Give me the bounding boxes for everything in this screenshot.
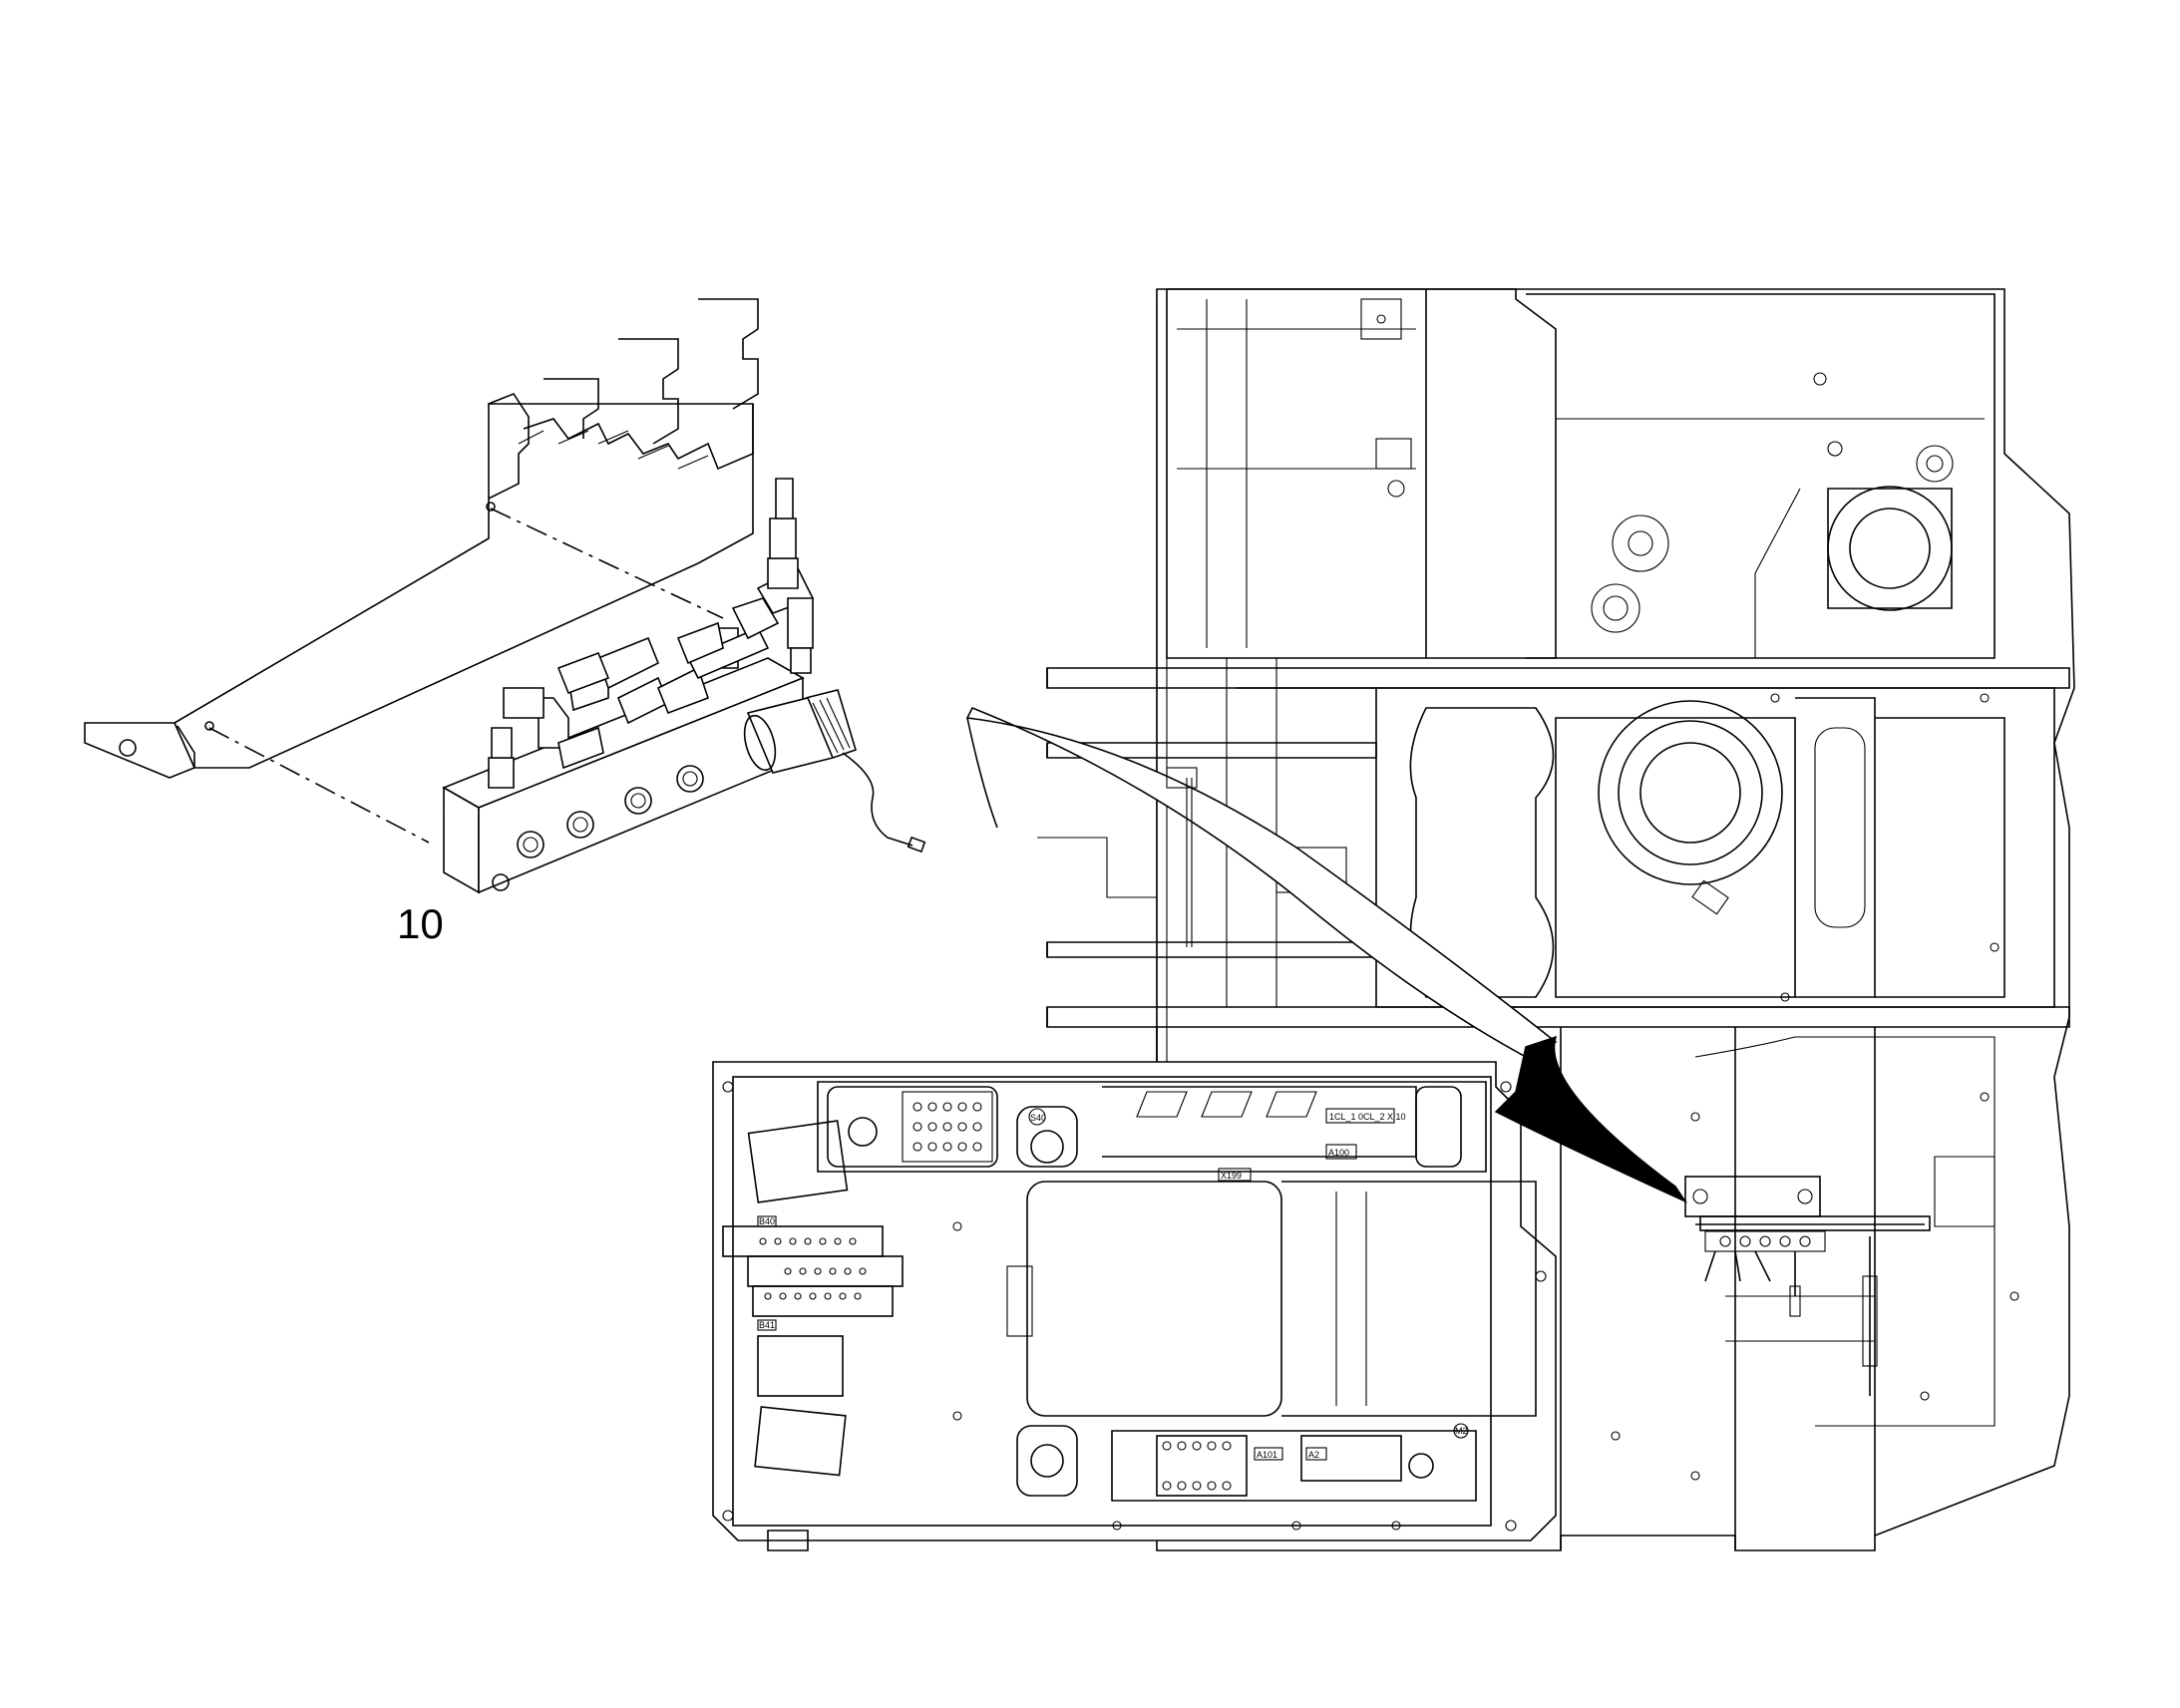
assembly-line-upper: [490, 508, 724, 619]
panel-label-b40: B40: [759, 1216, 775, 1226]
item-number-10: 10: [397, 900, 444, 947]
mounting-bracket: [84, 298, 759, 779]
valve-manifold-assembly: [442, 478, 926, 894]
panel-label-s40: S40: [1030, 1113, 1046, 1123]
panel-label-a101: A101: [1257, 1450, 1277, 1460]
panel-label-b41: B41: [759, 1320, 775, 1330]
panel-label-a100: A100: [1328, 1148, 1349, 1158]
control-panel-plate: 1CL_1 0CL_2 X 10 A100 X199 B40: [712, 1061, 1557, 1551]
assembly-line-lower: [208, 727, 430, 844]
panel-label-x199: X199: [1221, 1171, 1242, 1181]
panel-label-m2: M2: [1455, 1426, 1468, 1436]
panel-label-a2: A2: [1308, 1450, 1319, 1460]
panel-label-x100: 1CL_1 0CL_2 X 10: [1329, 1112, 1406, 1122]
frame-left-arm: [1037, 668, 1198, 1027]
